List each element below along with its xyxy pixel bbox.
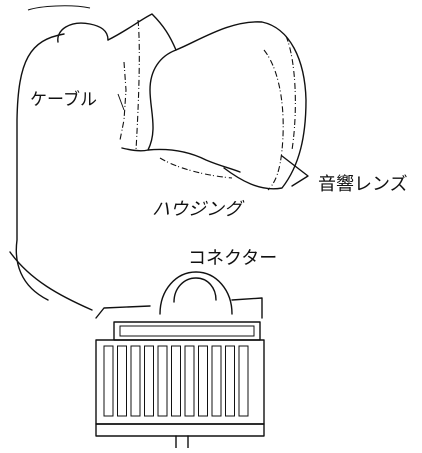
connector-arm-right <box>231 297 263 319</box>
connector-pin <box>130 345 141 417</box>
connector-pin <box>117 345 127 417</box>
connector-strain-relief <box>173 277 217 303</box>
housing-inner-right-2 <box>285 35 296 151</box>
connector-pin <box>144 345 154 417</box>
connector-pin <box>211 345 222 417</box>
connector-plate <box>113 321 261 341</box>
connector-pins <box>103 345 249 417</box>
connector-pin <box>103 345 114 417</box>
connector-pin <box>198 345 208 417</box>
lens-region <box>147 148 241 173</box>
connector-leader <box>9 251 93 311</box>
connector-pin <box>238 345 249 417</box>
connector-pin <box>184 345 195 417</box>
cable-line-inner <box>27 5 91 11</box>
housing-label: ハウジング <box>152 199 245 220</box>
housing-outline-left <box>107 13 177 152</box>
cable-label-leader <box>117 93 125 111</box>
lens-region-inner <box>159 157 233 179</box>
connector-arm-left <box>95 305 151 319</box>
connector-pin <box>225 345 235 417</box>
housing-inner-left <box>119 61 127 141</box>
housing-inner-left-2 <box>135 19 140 151</box>
cable-line <box>15 33 65 301</box>
housing-inner-right <box>263 49 284 191</box>
cable-top-left <box>57 22 109 43</box>
cable-label: ケーブル <box>30 89 97 110</box>
connector-pin <box>171 345 181 417</box>
connector-label-strip <box>119 325 255 337</box>
connector-base-tab <box>175 435 189 449</box>
connector-label: コネクター <box>188 248 277 269</box>
connector-pin <box>157 345 168 417</box>
housing-outline-right <box>175 21 307 190</box>
acoustic-lens-label: 音響レンズ <box>318 174 408 195</box>
lens-leader <box>281 155 309 187</box>
connector-base <box>95 423 265 437</box>
connector-strain-relief-outer <box>159 271 233 315</box>
